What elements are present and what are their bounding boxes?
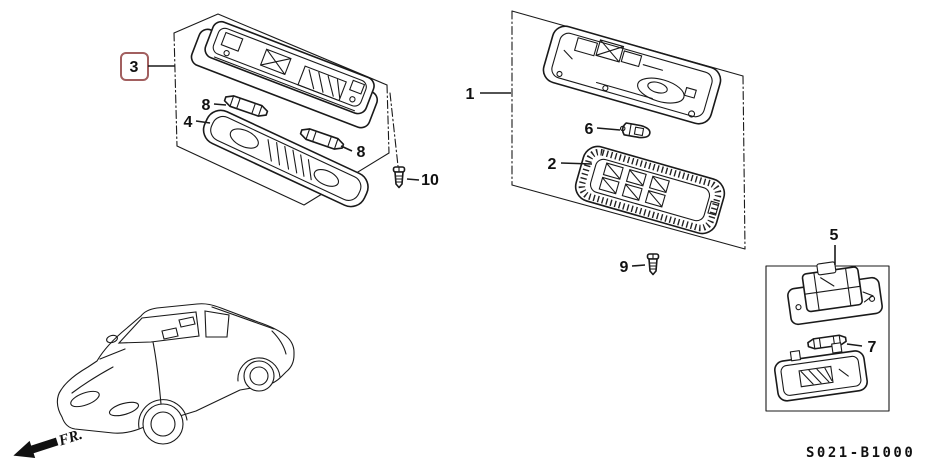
car-grille (108, 401, 140, 417)
trunk-light-lens (774, 342, 868, 402)
trunk-light-connector (816, 261, 837, 276)
callout-9-leader (631, 264, 646, 267)
car-wheel-rear (243, 360, 275, 392)
callout-10-label[interactable]: 10 (421, 172, 439, 189)
callout-6-label[interactable]: 6 (585, 121, 594, 138)
console-lens-hatched-rim (578, 148, 722, 232)
trunk-light-housing-details (804, 267, 874, 311)
car-side-mirror (106, 334, 118, 344)
car-wheel-rear-hub (249, 366, 269, 386)
console-housing-inner-rim (551, 32, 713, 118)
callout-5-label[interactable]: 5 (830, 227, 839, 244)
dome-light-lens-hole-right (313, 168, 340, 187)
callout-3-label[interactable]: 3 (130, 59, 139, 76)
boundary-box-interior-light-solid-edges (173, 13, 390, 206)
callout-8-front: 8 (202, 97, 227, 114)
boundary-box-interior-light (173, 13, 390, 206)
callout-5: 5 (830, 227, 839, 265)
boundary-box-interior-light-chain-edges (173, 32, 390, 154)
fr-label: FR. (56, 427, 84, 450)
car-wheel-front (142, 403, 184, 445)
callout-8-rear-leader (340, 145, 353, 152)
console-lens-grid (598, 162, 720, 216)
dome-light-screw-boss-left (223, 49, 230, 57)
callout-1-label[interactable]: 1 (466, 86, 475, 103)
car-sketch (56, 303, 295, 445)
callout-8-front-leader (213, 103, 227, 106)
callout-7-leader (846, 343, 863, 347)
console-lens (574, 145, 726, 235)
callout-6-leader (596, 127, 621, 131)
callout-4-label[interactable]: 4 (184, 114, 193, 131)
callout-8-rear-label[interactable]: 8 (357, 144, 366, 161)
dome-light-inner-rim (212, 27, 367, 107)
dome-light-details (213, 31, 366, 112)
fr-arrow-icon (13, 437, 59, 459)
console-housing-details (563, 37, 697, 100)
callout-10-leader (406, 178, 420, 181)
callout-7: 7 (846, 339, 877, 356)
boundary-box-roof-console-chain-edges (511, 10, 746, 250)
dome-light-lens-hatch (267, 139, 312, 181)
callout-2-label[interactable]: 2 (548, 156, 557, 173)
console-lens-floor (589, 158, 711, 222)
console-wedge-bulb (619, 122, 651, 139)
callout-1: 1 (466, 86, 511, 103)
dome-light-screw-boss-right (349, 96, 356, 103)
console-bulb-socket-ring (637, 77, 685, 104)
festoon-bulb-front (223, 95, 269, 117)
callout-8-rear: 8 (340, 144, 366, 161)
mounting-screw-9 (646, 253, 660, 276)
car-windows (71, 306, 287, 405)
mounting-screw-10 (392, 166, 406, 189)
callout-7-label[interactable]: 7 (868, 339, 877, 356)
callout-9-label[interactable]: 9 (620, 259, 629, 276)
dome-light-lens-inner-rim (210, 115, 362, 201)
dome-light-housing (190, 20, 379, 129)
trunk-light-lens-clip-right (831, 342, 843, 354)
callout-8-front-label[interactable]: 8 (202, 97, 211, 114)
fr-direction: FR. (13, 427, 84, 459)
trunk-light-lens-clip-left (789, 350, 802, 362)
dome-light-lens-hole-left (229, 128, 259, 149)
dome-light-lens (202, 109, 369, 208)
callout-9: 9 (620, 259, 646, 276)
car-roof-light-markers (161, 316, 196, 340)
trunk-light-lens-outline (774, 350, 868, 402)
callout-2: 2 (548, 156, 593, 173)
trunk-light-lens-inner-rim (780, 355, 862, 396)
car-wheel-arches (138, 357, 281, 429)
trunk-light-housing (787, 261, 883, 326)
callout-10: 10 (406, 172, 439, 189)
screw-10-leader-line (389, 92, 399, 167)
console-housing-outline (542, 25, 722, 125)
trunk-light-lens-hatch (798, 365, 849, 388)
console-housing (542, 25, 722, 125)
diagram-code: S021-B1000 (806, 445, 915, 461)
callout-4: 4 (184, 114, 211, 131)
festoon-bulb-rear (299, 128, 345, 150)
callout-6: 6 (585, 121, 621, 138)
callout-3: 3 (120, 52, 175, 81)
car-wheel-front-hub (150, 411, 176, 437)
car-headlight (70, 390, 100, 408)
callout-4-leader (195, 120, 211, 124)
callout-2-leader (560, 162, 593, 165)
console-bulb-socket-inner (647, 81, 668, 94)
